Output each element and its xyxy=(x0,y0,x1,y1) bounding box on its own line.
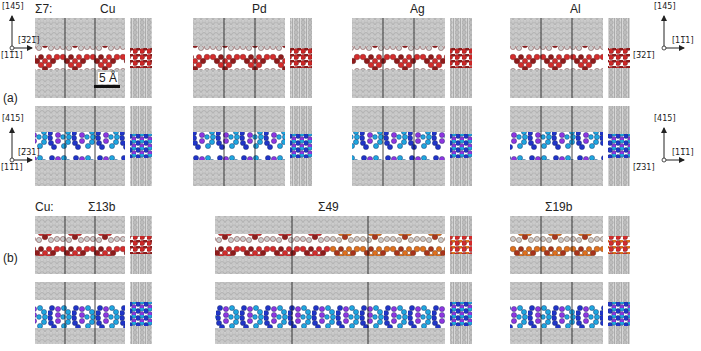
axis-label: [145] xyxy=(654,3,676,11)
axis-label: [2̅31] xyxy=(18,149,40,157)
material-label: Ag xyxy=(410,3,425,15)
material-label: Al xyxy=(570,3,581,15)
axis-label: [3̅21̅] xyxy=(633,52,655,60)
panel-label: (a) xyxy=(3,92,18,104)
atom-panel xyxy=(35,282,630,344)
scale-label: 5 Å xyxy=(98,72,118,84)
structure-label: Σ19b xyxy=(545,201,572,213)
structure-label: Σ7: xyxy=(35,3,52,15)
axis-label: [11̅1] xyxy=(1,52,23,60)
axis-label: [11̅1] xyxy=(672,37,694,45)
panel-label: (b) xyxy=(3,252,18,264)
atom-panel xyxy=(35,106,630,186)
axis-label: [11̅1] xyxy=(672,149,694,157)
scale-bar xyxy=(94,85,120,88)
structure-label: Σ13b xyxy=(88,201,115,213)
structure-label: Cu: xyxy=(35,201,54,213)
cell-boundary xyxy=(65,18,572,344)
structure-label: Σ49 xyxy=(318,201,339,213)
material-label: Cu xyxy=(100,3,115,15)
axis-label: [145] xyxy=(2,3,24,11)
axis-label: [11̅1] xyxy=(1,164,23,172)
material-label: Pd xyxy=(252,3,267,15)
axis-origin xyxy=(10,46,666,162)
axis-arrows xyxy=(12,16,684,160)
axis-label: [415] xyxy=(654,115,676,123)
axis-label: [2̅31] xyxy=(633,164,655,172)
axis-label: [3̅21̅] xyxy=(18,37,40,45)
atom-panel xyxy=(35,216,630,274)
atom-panel xyxy=(35,18,630,98)
axis-label: [415] xyxy=(2,115,24,123)
